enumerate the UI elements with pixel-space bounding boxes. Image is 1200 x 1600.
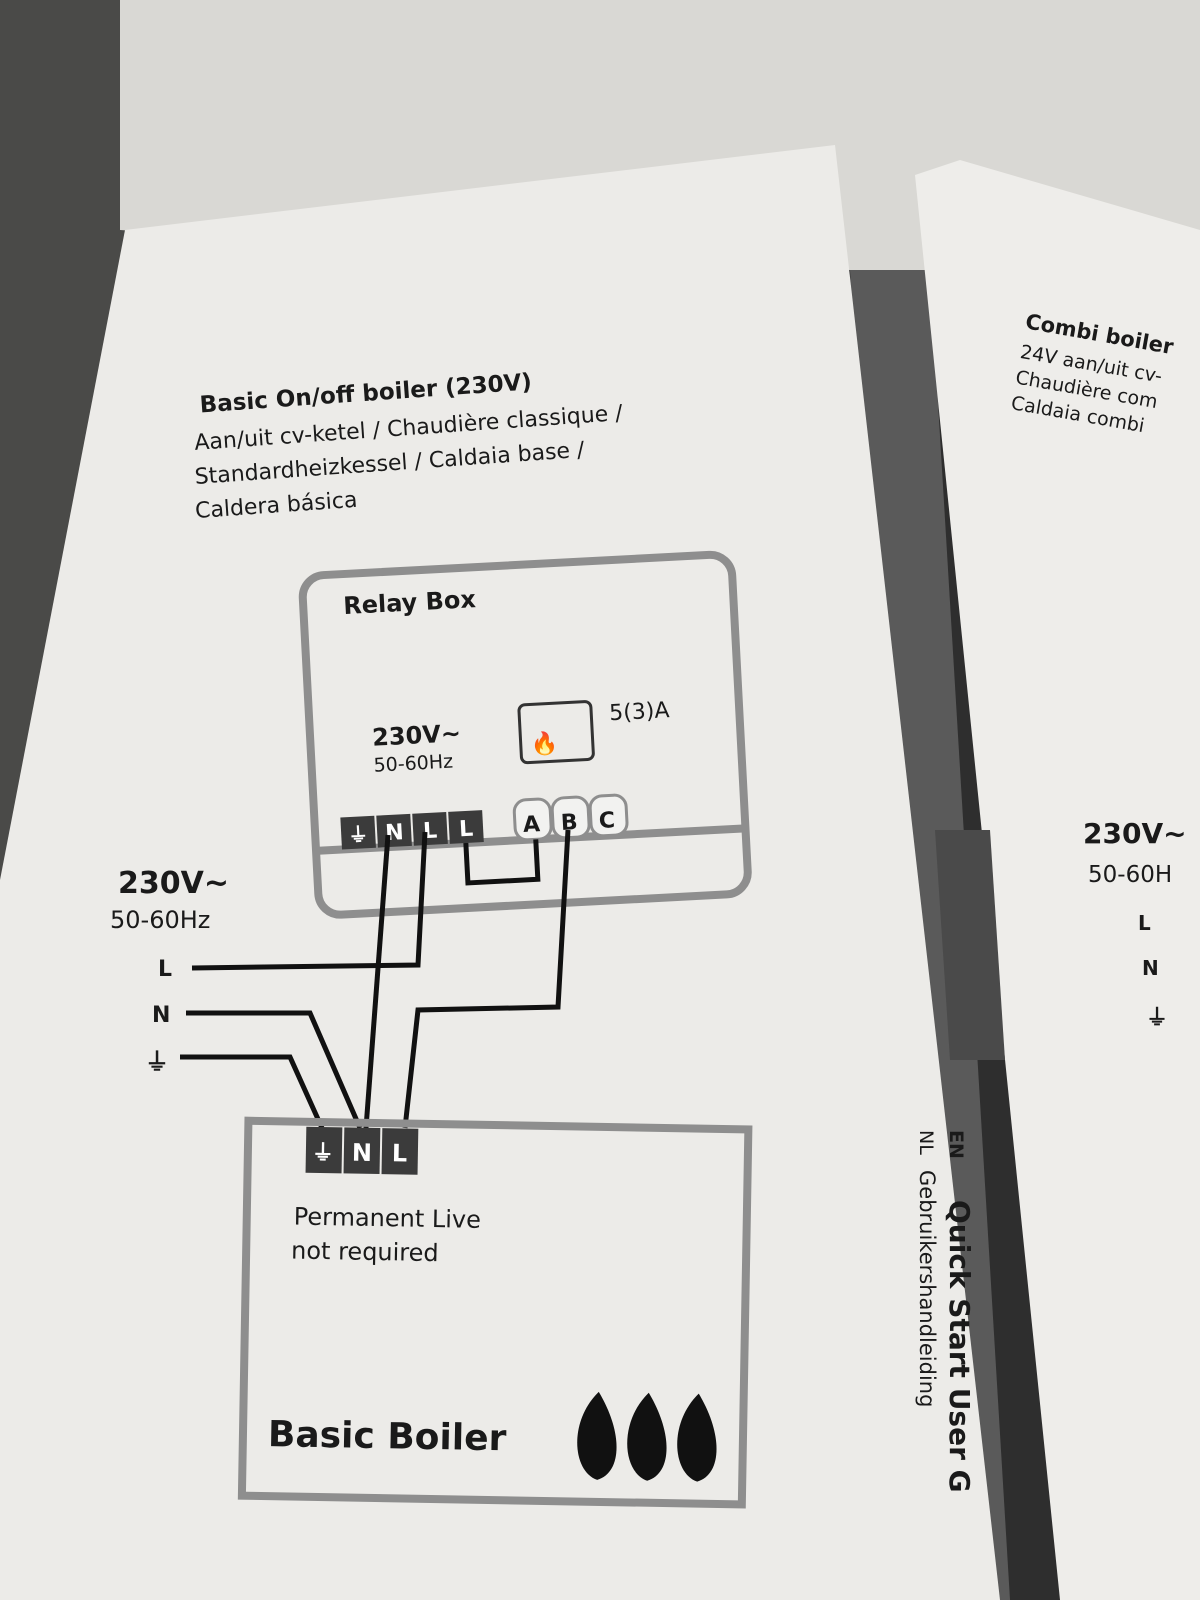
combi-voltage: 230V~ <box>1083 817 1187 850</box>
boiler-terminal-earth: ⏚ <box>312 1141 334 1166</box>
card-slot <box>935 830 1005 1060</box>
terminal-earth: ⏚ <box>348 822 369 847</box>
side-strip <box>850 270 1010 1600</box>
terminal-c: C <box>598 808 615 834</box>
boiler-box: ⏚ N L Permanent Live not required Basic … <box>237 1116 753 1509</box>
flame-icon: 🔥 <box>530 730 559 757</box>
combi-earth: ⏚ <box>1146 1006 1168 1031</box>
supply-earth: ⏚ <box>145 1048 169 1076</box>
boiler-terminal-l: L <box>392 1139 408 1167</box>
supply-l: L <box>158 957 172 982</box>
supply-frequency: 50-60Hz <box>110 906 210 934</box>
boiler-label: Basic Boiler <box>268 1414 507 1459</box>
combi-n: N <box>1142 956 1159 980</box>
relay-switch-icon <box>517 700 595 765</box>
side-strip-text: EN Quick Start User G NL Gebruikershandl… <box>915 1130 976 1493</box>
terminal-b: B <box>560 810 578 836</box>
svg-text:Gebruikershandleiding: Gebruikershandleiding <box>915 1170 939 1407</box>
supply-n: N <box>152 1003 170 1028</box>
relay-frequency: 50-60Hz <box>373 751 454 777</box>
combi-frequency: 50-60H <box>1088 862 1172 888</box>
combi-l: L <box>1138 911 1151 935</box>
second-card <box>915 160 1200 1600</box>
boiler-note: not required <box>291 1237 439 1268</box>
relay-voltage: 230V~ <box>371 719 461 752</box>
svg-text:Quick Start User G: Quick Start User G <box>943 1200 976 1493</box>
boiler-terminal-n: N <box>352 1139 373 1167</box>
boiler-note: Permanent Live <box>294 1203 482 1234</box>
flames-icon <box>577 1391 717 1482</box>
wires <box>180 829 571 1130</box>
svg-text:NL: NL <box>915 1130 937 1155</box>
svg-text:EN: EN <box>945 1130 967 1159</box>
relay-box: Relay Box 230V~ 50-60Hz 🔥 5(3)A ⏚ N L L … <box>298 550 752 919</box>
supply-voltage: 230V~ <box>118 866 229 901</box>
relay-rating: 5(3)A <box>609 698 670 726</box>
relay-box-label: Relay Box <box>343 585 478 620</box>
terminal-l2: L <box>458 817 473 843</box>
terminal-a: A <box>522 812 540 838</box>
